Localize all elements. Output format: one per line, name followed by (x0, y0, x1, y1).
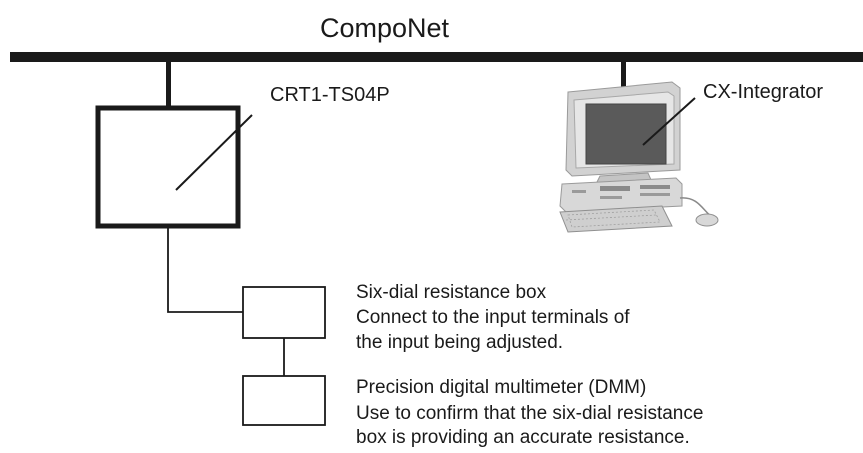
computer-icon (559, 81, 719, 233)
multimeter-label: Precision digital multimeter (DMM) (356, 377, 647, 398)
computer-label: CX-Integrator (703, 81, 824, 103)
resistance-box-desc-line2: the input being adjusted. (356, 332, 564, 353)
network-title: CompoNet (320, 13, 450, 43)
unit-to-resistance-box-wire (167, 228, 243, 313)
computer-drop-line (621, 60, 626, 92)
resistance-box (242, 286, 326, 339)
cx-integrator-leader-line (642, 97, 696, 146)
unit-label: CRT1-TS04P (270, 84, 390, 106)
multimeter-desc-line2: box is providing an accurate resistance. (356, 427, 690, 448)
resistance-box-desc-line1: Connect to the input terminals of (356, 307, 630, 328)
crt1-leader-line (175, 114, 253, 191)
componet-bus-line (10, 52, 863, 62)
crt1-unit-box (95, 105, 241, 229)
unit-drop-line (166, 60, 171, 108)
multimeter-desc-line1: Use to confirm that the six-dial resista… (356, 403, 704, 424)
resistance-box-label: Six-dial resistance box (356, 282, 547, 303)
multimeter-box (242, 375, 326, 426)
